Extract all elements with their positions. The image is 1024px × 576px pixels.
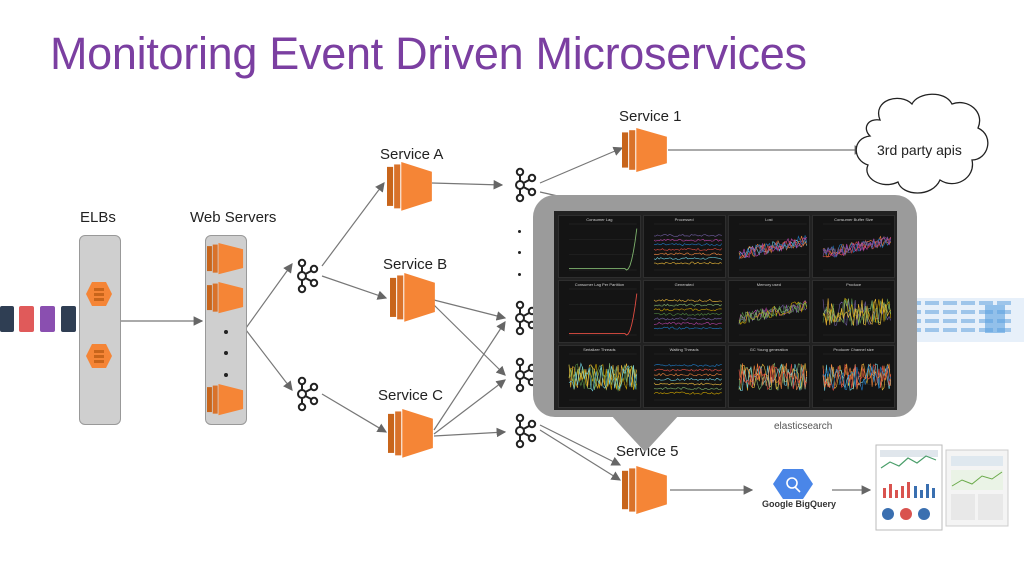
web-servers-label: Web Servers <box>190 209 277 226</box>
dashboard-panel: Waiting Threads <box>642 345 726 408</box>
dashboard-panel: Consumer Lag Per Partition <box>558 280 641 343</box>
service-a-label: Service A <box>380 146 444 163</box>
dashboard-screenshot: Consumer Lag Processed Lost Consumer Buffer… <box>554 211 897 410</box>
ellipsis-dot <box>224 351 228 355</box>
elbs-label: ELBs <box>80 209 116 226</box>
dashboard-panel-title: Producer Channel size <box>833 347 874 352</box>
dashboard-panel-title: Consumer Lag Per Partition <box>574 282 625 287</box>
dashboard-panel-title: Consumer Lag <box>586 217 613 222</box>
bigquery-label: Google BigQuery <box>762 499 837 509</box>
client-icon <box>40 306 55 332</box>
dashboard-panel-title: GC Young generation <box>749 347 788 352</box>
dashboard-panel-title: Lost <box>765 217 773 222</box>
client-icon <box>0 306 14 332</box>
dashboard-panel: Processed <box>642 215 726 278</box>
service-1-label: Service 1 <box>619 108 682 125</box>
dashboard-panel-title: Generated <box>674 282 694 287</box>
dashboard-panel-title: Waiting Threads <box>669 347 699 352</box>
ellipsis-dot <box>518 230 521 233</box>
service-c-label: Service C <box>378 387 444 404</box>
dashboard-panel-title: Memory used <box>756 282 781 287</box>
ellipsis-dot <box>224 373 228 377</box>
dashboard-panel: Generated <box>642 280 726 343</box>
service-5-label: Service 5 <box>616 443 679 460</box>
dashboard-panel: Serializer Threads <box>558 345 641 408</box>
dashboard-panel-title: Produce <box>846 282 862 287</box>
ellipsis-dot <box>224 330 228 334</box>
client-icon <box>61 306 76 332</box>
service-b-label: Service B <box>383 256 448 273</box>
ellipsis-dot <box>518 251 521 254</box>
dashboard-panel: Produce <box>812 280 895 343</box>
dashboard-panel: GC Young generation <box>727 345 811 408</box>
dashboard-panel: Producer Channel size <box>812 345 895 408</box>
dashboard-panel-title: Consumer Buffer Size <box>834 217 874 222</box>
dashboard-panel-title: Serializer Threads <box>583 347 616 352</box>
client-icon <box>19 306 34 332</box>
dashboard-panel: Lost <box>727 215 811 278</box>
third-party-apis-label: 3rd party apis <box>877 142 962 158</box>
elasticsearch-label: elasticsearch <box>774 421 833 432</box>
elb-group <box>79 235 121 425</box>
ellipsis-dot <box>518 273 521 276</box>
dashboard-panel: Consumer Buffer Size <box>812 215 895 278</box>
dashboard-panel: Consumer Lag <box>558 215 641 278</box>
page-title: Monitoring Event Driven Microservices <box>50 28 807 79</box>
dashboard-panel: Memory used <box>727 280 811 343</box>
dashboard-panel-title: Processed <box>674 217 694 222</box>
